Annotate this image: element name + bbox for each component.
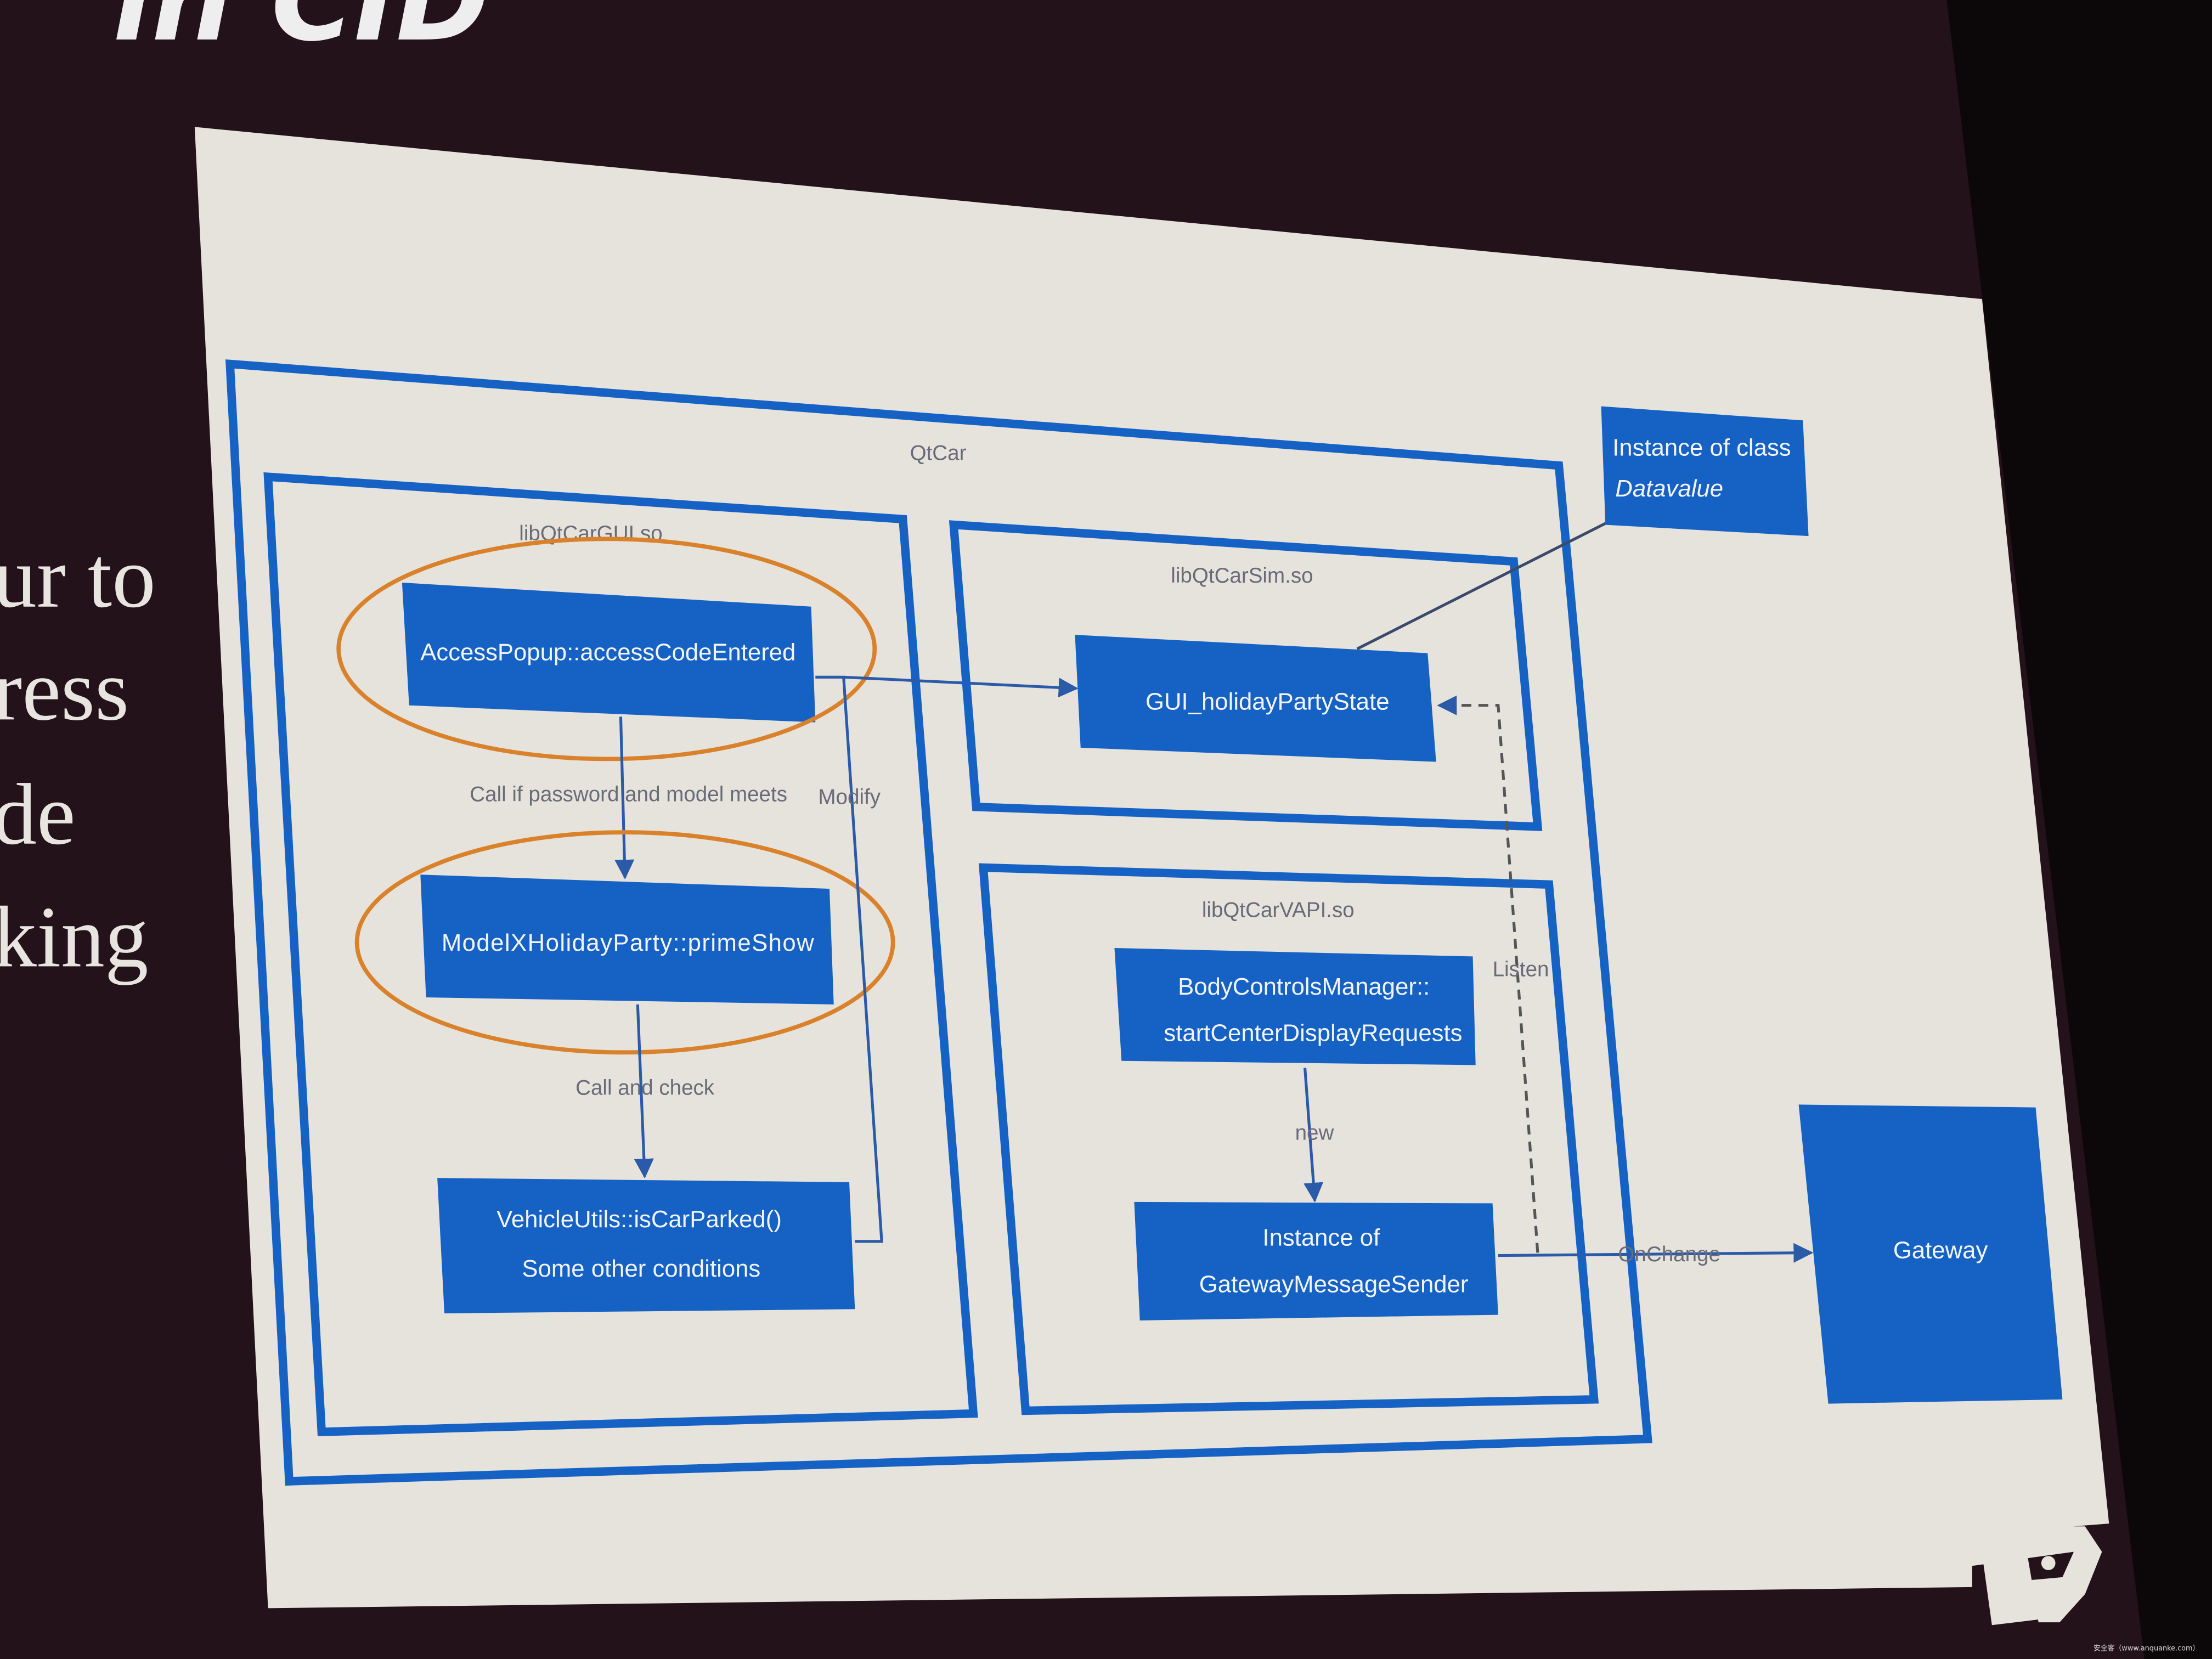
conference-logo-icon [1978, 1523, 2102, 1626]
edge-label-onchange: OnChange [1618, 1243, 1720, 1266]
gateway-node[interactable] [1798, 1104, 2063, 1404]
side-text-line: ur to [0, 529, 156, 626]
access-popup-node[interactable] [402, 583, 816, 723]
vehicle-utils-node[interactable] [437, 1178, 855, 1313]
gateway-label: Gateway [1893, 1237, 1988, 1264]
edge-label-call-check: Call and check [575, 1076, 715, 1099]
side-text-line: ress [0, 642, 129, 738]
highlight-ellipse [336, 537, 877, 761]
qtcar-label: QtCar [910, 441, 967, 465]
access-popup-label: AccessPopup::accessCodeEntered [420, 639, 795, 665]
side-text-line: king [0, 889, 149, 985]
watermark: 安全客（www.anquanke.com） [2094, 1644, 2199, 1653]
qtcar-container [225, 359, 1652, 1486]
edge-label-new: new [1295, 1121, 1334, 1145]
body-controls-label-2: startCenterDisplayRequests [1164, 1020, 1462, 1047]
vehicle-utils-label-1: VehicleUtils::isCarParked() [496, 1206, 782, 1233]
datavalue-label-1: Instance of class [1612, 435, 1791, 461]
edge-label-modify: Modify [818, 786, 881, 809]
vehicle-utils-label-2: Some other conditions [522, 1255, 760, 1282]
edge-label-call-if: Call if password and model meets [470, 783, 787, 806]
highlight-ellipse [354, 830, 895, 1055]
vapi-lib-label: libQtCarVAPI.so [1202, 898, 1355, 922]
gui-lib-container [263, 472, 978, 1436]
model-x-label: ModelXHolidayParty::primeShow [442, 929, 814, 956]
vapi-lib-container [978, 863, 1599, 1415]
body-controls-node[interactable] [1114, 948, 1476, 1065]
gui-state-label: GUI_holidayPartyState [1146, 688, 1390, 715]
slide-title: in CID [113, 0, 490, 66]
edge-label-listen: Listen [1493, 957, 1549, 981]
gateway-sender-label-2: GatewayMessageSender [1199, 1271, 1469, 1297]
gui-state-node[interactable] [1075, 635, 1436, 762]
gateway-sender-label-1: Instance of [1262, 1224, 1380, 1251]
sim-lib-container [949, 520, 1543, 831]
datavalue-node[interactable] [1601, 406, 1809, 537]
gateway-sender-node[interactable] [1134, 1201, 1498, 1321]
sim-lib-label: libQtCarSim.so [1171, 564, 1313, 588]
side-text-line: de [0, 766, 76, 863]
datavalue-label-2: Datavalue [1615, 475, 1723, 502]
model-x-node[interactable] [420, 874, 834, 1005]
slide-background [194, 127, 2109, 1609]
body-controls-label-1: BodyControlsManager:: [1178, 973, 1430, 1000]
